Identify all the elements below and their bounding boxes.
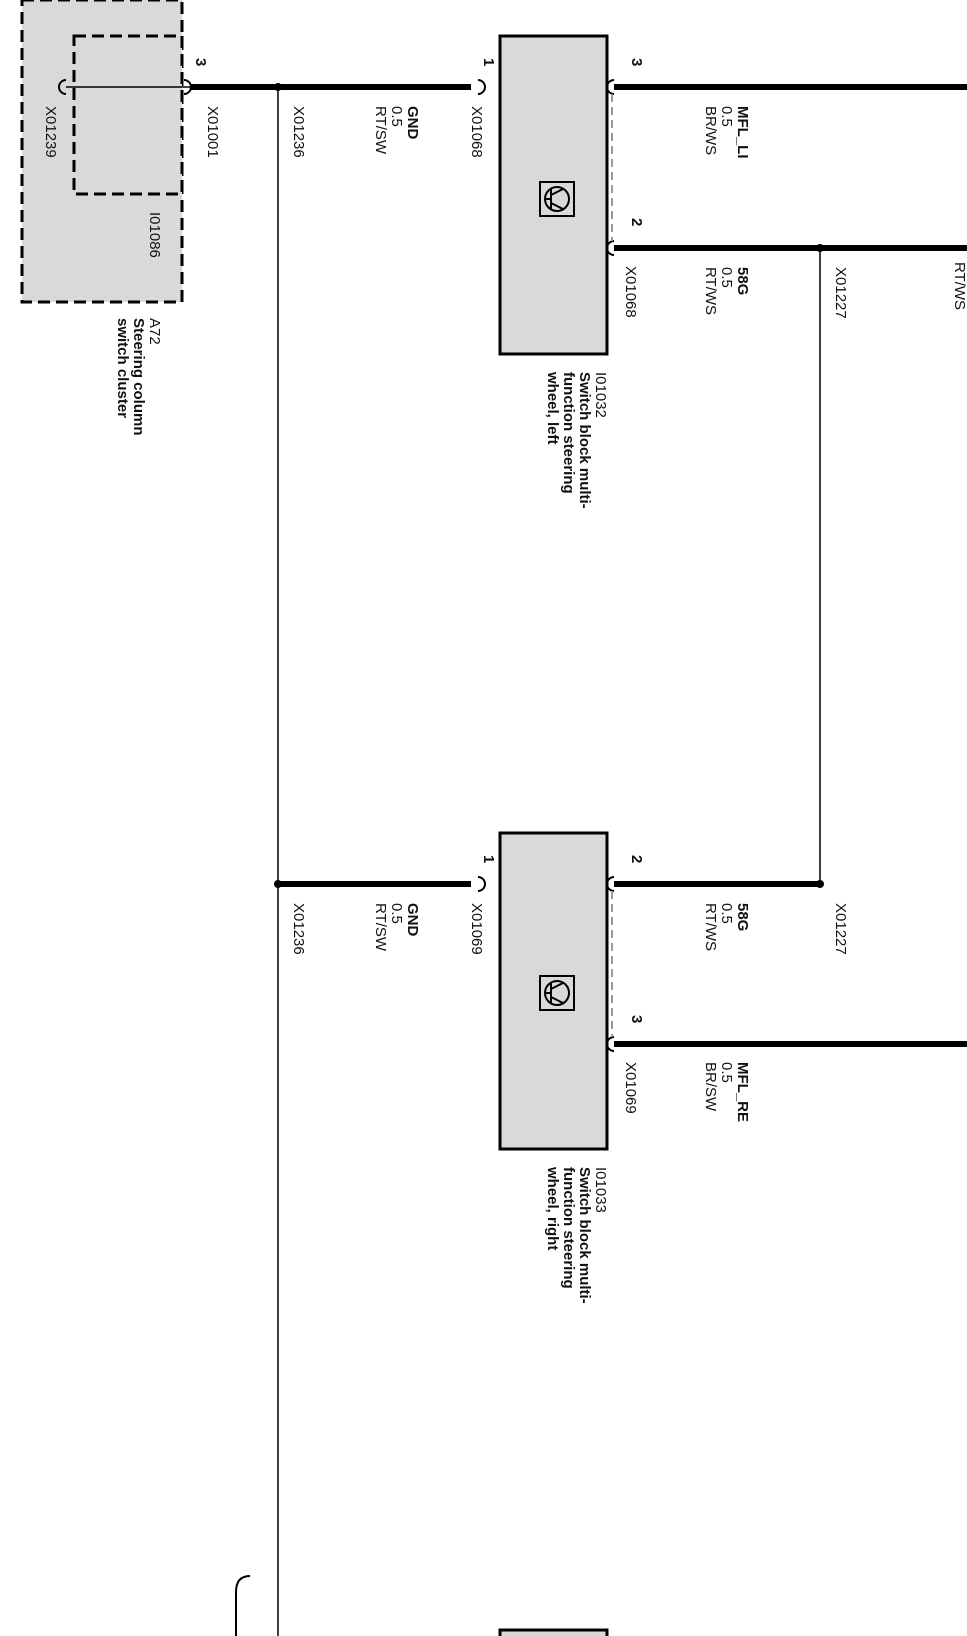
cluster-inner-id-label: I01086 [146, 212, 163, 258]
switch-left-id: I01032 [592, 372, 609, 418]
gnd-bottom-size: 0.5 [388, 903, 405, 924]
ground-wiring: X01236 RT/SW 0.5 GND X01236 RT/SW 0.5 GN… [190, 83, 471, 1636]
58g-left-color: RT/WS [702, 267, 719, 315]
cluster-name-line1: Steering column [130, 318, 147, 436]
switch-right-pin-3: 3 [628, 1015, 645, 1023]
switch-left-pin-2: 2 [628, 218, 645, 226]
mfl-re-size: 0.5 [718, 1062, 735, 1083]
splice-x01227-bottom-label: X01227 [832, 903, 849, 955]
cluster-name-line2: switch cluster [114, 318, 131, 418]
switch-right-pin3-connector-symbol [606, 1036, 615, 1052]
cluster-inner-connector-symbol [58, 79, 67, 95]
switch-right-gnd-connector-symbol [477, 876, 486, 892]
switch-right-id: I01033 [592, 1167, 609, 1213]
gnd-top-color: RT/SW [372, 106, 389, 155]
mfl-re-color: BR/SW [702, 1062, 719, 1112]
cluster-id-label: A72 [146, 318, 163, 345]
switch-left-connector-label: X01068 [622, 266, 639, 318]
splice-dot-x01236-bottom [274, 880, 282, 888]
switch-right-pin-2: 2 [628, 855, 645, 863]
steering-column-switch-cluster[interactable]: X01239 I01086 A72 Steering column switch… [20, 0, 221, 436]
switch-left-pin3-connector-symbol [606, 79, 615, 95]
switch-left-name-line1: Switch block multi- [576, 372, 593, 509]
gnd-top-signal: GND [404, 106, 421, 140]
switch-right-connector-label: X01069 [622, 1062, 639, 1114]
mfl-li-color: BR/WS [702, 106, 719, 155]
mfl-re-signal: MFL_RE [734, 1062, 751, 1122]
splice-x01236-top-label: X01236 [290, 106, 307, 158]
58g-left-size: 0.5 [718, 267, 735, 288]
mfl-li-signal: MFL_LI [734, 106, 751, 159]
switch-block-left[interactable]: 1 X01068 3 2 X01068 I01032 Switch block … [468, 34, 645, 509]
switch-left-name-line2: function steering [560, 372, 577, 494]
partial-bottom-elements [235, 1575, 609, 1636]
signal-wiring: BR/WS 0.5 MFL_LI RT/WS 0.5 58G X01227 RT… [614, 84, 967, 1122]
switch-right-pin-1: 1 [480, 855, 497, 863]
gnd-top-size: 0.5 [388, 106, 405, 127]
58g-right-signal: 58G [734, 903, 751, 931]
transistor-symbol-icon [539, 975, 575, 1011]
switch-right-connector-gnd-label: X01069 [468, 903, 485, 955]
partial-component-bracket [235, 1575, 251, 1636]
switch-right-name-line3: wheel, right [544, 1166, 561, 1250]
cluster-inner-box [72, 34, 184, 196]
58g-left-signal: 58G [734, 267, 751, 295]
connector-x01001-label: X01001 [204, 106, 221, 158]
mfl-li-size: 0.5 [718, 106, 735, 127]
switch-right-name-line2: function steering [560, 1167, 577, 1289]
switch-block-right[interactable]: 1 X01069 2 3 X01069 I01033 Switch block … [468, 831, 645, 1304]
switch-right-name-line1: Switch block multi- [576, 1167, 593, 1304]
splice-dot-x01227-bottom [816, 880, 824, 888]
cluster-pin-3: 3 [192, 58, 209, 66]
switch-left-connector-gnd-label: X01068 [468, 106, 485, 158]
switch-left-pin-3: 3 [628, 58, 645, 66]
58g-right-size: 0.5 [718, 903, 735, 924]
switch-left-name-line3: wheel, left [544, 371, 561, 445]
partial-switch-block-box [498, 1628, 609, 1636]
58g-right-color: RT/WS [702, 903, 719, 951]
gnd-bottom-color: RT/SW [372, 903, 389, 952]
switch-right-pin2-connector-symbol [606, 876, 615, 892]
transistor-symbol-icon [539, 181, 575, 217]
switch-left-gnd-connector-symbol [477, 79, 486, 95]
splice-x01236-bottom-label: X01236 [290, 903, 307, 955]
splice-x01227-top-label: X01227 [832, 267, 849, 319]
switch-left-pin2-connector-symbol [606, 240, 615, 256]
connector-x01239-label: X01239 [42, 106, 59, 158]
gnd-bottom-signal: GND [404, 903, 421, 937]
cut-wire-color-label: RT/WS [951, 262, 967, 310]
switch-left-pin-1: 1 [480, 58, 497, 66]
